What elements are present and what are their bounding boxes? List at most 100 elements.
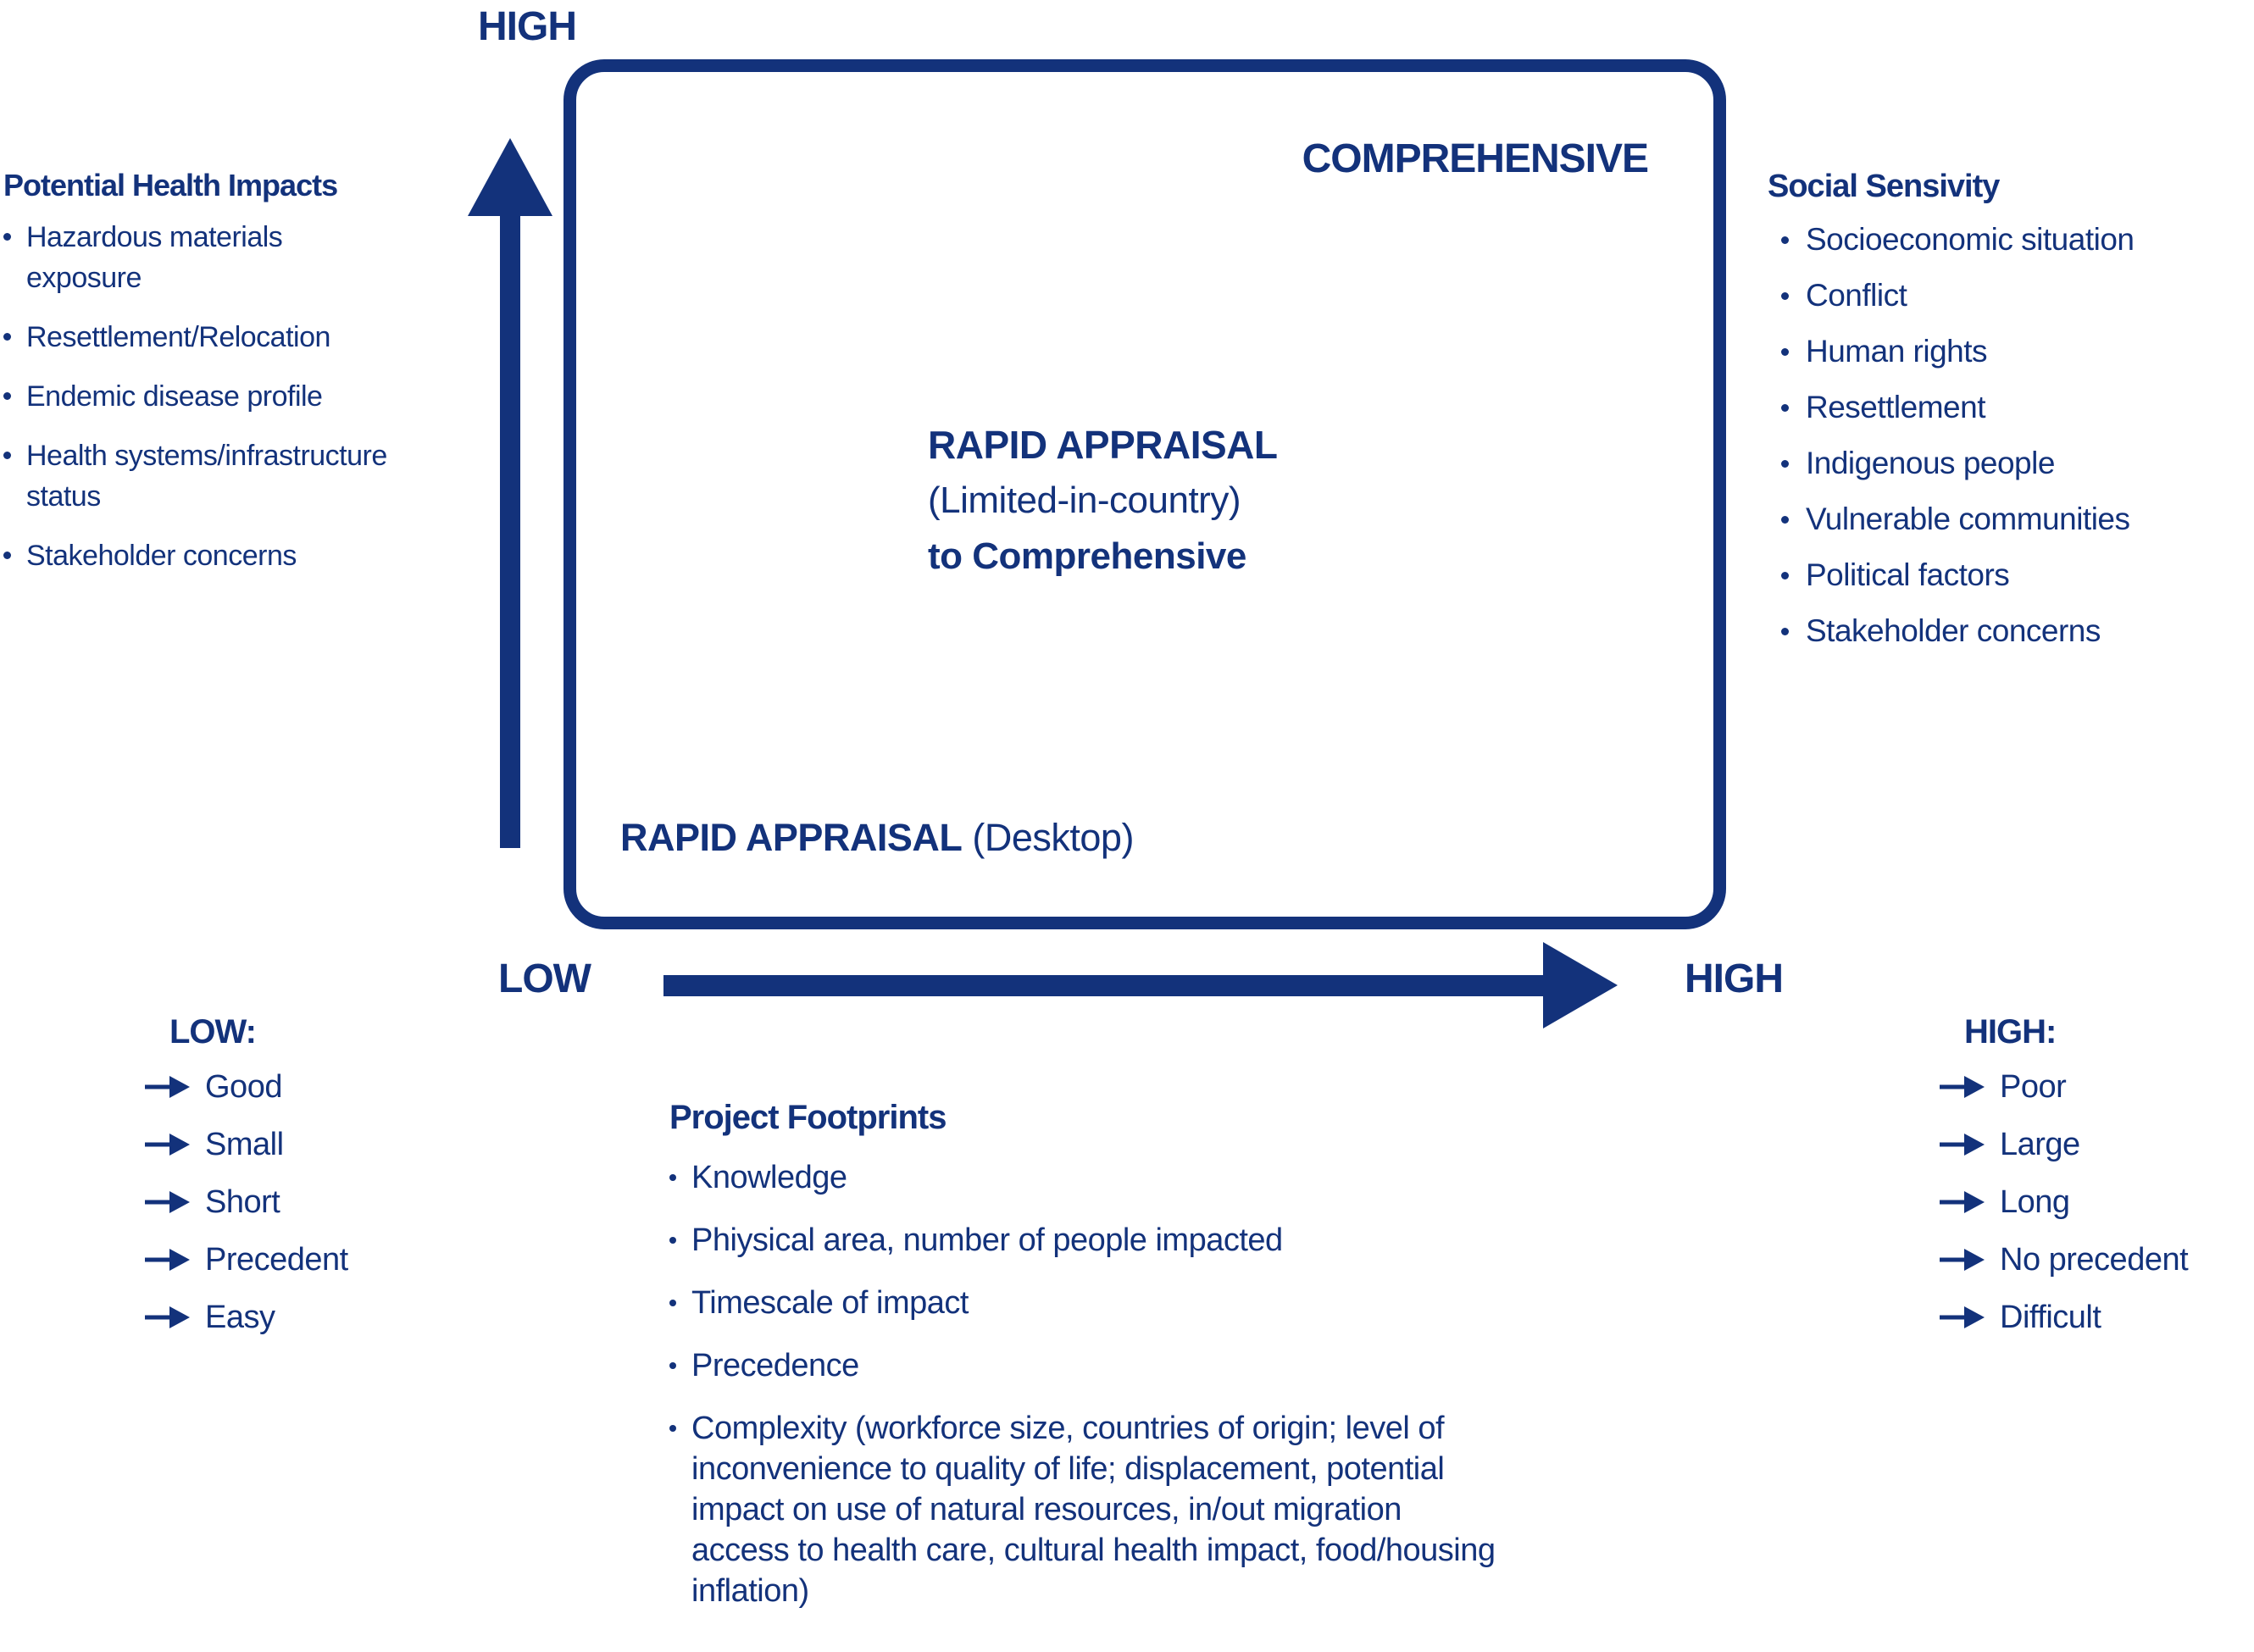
- list-item-label: Human rights: [1806, 334, 1988, 369]
- list-item: Socioeconomic situation: [1768, 220, 2254, 259]
- social-sensitivity-panel: Social Sensivity Socioeconomic situation…: [1768, 166, 2254, 668]
- y-axis-high-label: HIGH: [478, 4, 577, 49]
- bullet-icon: [3, 233, 11, 241]
- arrow-right-icon: [145, 1134, 190, 1156]
- center-subtitle: (Limited-in-country): [928, 480, 1241, 521]
- legend-item-label: Long: [2000, 1184, 2070, 1220]
- legend-item: Short: [144, 1183, 348, 1222]
- legend-item-label: Precedent: [205, 1242, 348, 1278]
- low-legend: LOW: Good Small Short Precedent Easy: [144, 1012, 348, 1355]
- bullet-icon: [1781, 292, 1789, 300]
- list-item-label: Precedence: [691, 1348, 859, 1383]
- bullet-icon: [1781, 348, 1789, 356]
- right-arrow-shaft: [663, 975, 1545, 996]
- panel-title: Social Sensivity: [1768, 169, 2000, 204]
- bullet-icon: [669, 1174, 676, 1181]
- legend-item-label: Short: [205, 1184, 280, 1220]
- list-item-label: Knowledge: [691, 1160, 847, 1195]
- bullet-icon: [669, 1237, 676, 1244]
- potential-health-impacts-panel: Potential Health Impacts Hazardous mater…: [3, 166, 402, 595]
- legend-item-label: No precedent: [2000, 1242, 2189, 1278]
- bullet-icon: [669, 1425, 676, 1432]
- list-item: Political factors: [1768, 556, 2254, 595]
- legend-item-label: Large: [2000, 1127, 2080, 1162]
- arrow-right-icon: [145, 1249, 190, 1271]
- rapid-appraisal-center-block: RAPID APPRAISAL (Limited-in-country) to …: [928, 417, 1278, 585]
- legend-item: Good: [144, 1067, 348, 1106]
- bullet-icon: [1781, 236, 1789, 244]
- list-item-label: Phiysical area, number of people impacte…: [691, 1222, 1283, 1258]
- up-arrow-icon: [468, 138, 552, 216]
- list-item-label: Health systems/infrastructure status: [26, 440, 387, 513]
- legend-item-label: Good: [205, 1069, 282, 1105]
- legend-item-label: Poor: [2000, 1069, 2067, 1105]
- list-item: Hazardous materials exposure: [3, 217, 402, 298]
- x-axis-high-label: HIGH: [1685, 956, 1784, 1001]
- legend-item: Easy: [144, 1298, 348, 1337]
- legend-title: HIGH:: [1964, 1013, 2057, 1051]
- x-axis-low-label: LOW: [498, 956, 591, 1001]
- list-item: Indigenous people: [1768, 444, 2254, 483]
- legend-item: Precedent: [144, 1240, 348, 1279]
- list-item: Human rights: [1768, 332, 2254, 371]
- arrow-right-icon: [1940, 1306, 1985, 1328]
- list-item: Health systems/infrastructure status: [3, 435, 402, 517]
- list-item: Stakeholder concerns: [3, 535, 402, 576]
- arrow-right-icon: [145, 1306, 190, 1328]
- quadrant-box: [564, 59, 1726, 929]
- arrow-right-icon: [145, 1076, 190, 1098]
- arrow-right-icon: [1940, 1134, 1985, 1156]
- desktop-label-bold: RAPID APPRAISAL: [620, 816, 963, 859]
- list-item-label: Endemic disease profile: [26, 380, 323, 413]
- bullet-icon: [3, 452, 11, 459]
- legend-item: Long: [1939, 1183, 2188, 1222]
- center-title: RAPID APPRAISAL: [928, 423, 1278, 467]
- bullet-icon: [3, 392, 11, 400]
- list-item-label: Complexity (workforce size, countries of…: [691, 1411, 1496, 1609]
- list-item: Phiysical area, number of people impacte…: [669, 1220, 1525, 1261]
- list-item: Knowledge: [669, 1157, 1525, 1198]
- rapid-appraisal-desktop-label: RAPID APPRAISAL (Desktop): [620, 816, 1134, 860]
- list-item: Complexity (workforce size, countries of…: [669, 1408, 1525, 1611]
- arrow-right-icon: [1940, 1076, 1985, 1098]
- list-item-label: Vulnerable communities: [1806, 502, 2130, 536]
- bullet-icon: [1781, 572, 1789, 579]
- list-item-label: Stakeholder concerns: [1806, 613, 2101, 648]
- bullet-icon: [1781, 404, 1789, 412]
- desktop-label-regular: (Desktop): [972, 816, 1134, 859]
- legend-item: Poor: [1939, 1067, 2188, 1106]
- legend-item: Large: [1939, 1125, 2188, 1164]
- high-legend: HIGH: Poor Large Long No precedent Diffi…: [1939, 1012, 2189, 1355]
- legend-item-label: Easy: [205, 1300, 275, 1335]
- list-item-label: Political factors: [1806, 557, 2010, 592]
- bullet-icon: [1781, 460, 1789, 468]
- list-item: Vulnerable communities: [1768, 500, 2254, 539]
- project-footprints-panel: Project Footprints Knowledge Phiysical a…: [669, 1096, 1525, 1633]
- legend-item: No precedent: [1939, 1240, 2189, 1279]
- arrow-right-icon: [145, 1191, 190, 1213]
- legend-item-label: Small: [205, 1127, 284, 1162]
- arrow-right-icon: [1940, 1191, 1985, 1213]
- list-item: Conflict: [1768, 276, 2254, 315]
- bullet-icon: [1781, 516, 1789, 524]
- bullet-icon: [1781, 628, 1789, 635]
- list-item-label: Resettlement: [1806, 390, 1986, 424]
- right-arrow-icon: [1543, 942, 1618, 1028]
- list-item-label: Stakeholder concerns: [26, 540, 297, 572]
- list-item-label: Timescale of impact: [691, 1285, 969, 1321]
- legend-item: Difficult: [1939, 1298, 2188, 1337]
- comprehensive-label: COMPREHENSIVE: [1302, 136, 1649, 181]
- bullet-icon: [669, 1300, 676, 1306]
- list-item: Endemic disease profile: [3, 376, 402, 417]
- list-item-label: Conflict: [1806, 278, 1907, 313]
- list-item: Resettlement/Relocation: [3, 317, 402, 358]
- bullet-icon: [669, 1362, 676, 1369]
- panel-title: Potential Health Impacts: [3, 168, 338, 202]
- bullet-icon: [3, 333, 11, 341]
- list-item-label: Indigenous people: [1806, 446, 2055, 480]
- legend-item: Small: [144, 1125, 348, 1164]
- center-line3: to Comprehensive: [928, 535, 1246, 577]
- legend-item-label: Difficult: [2000, 1300, 2101, 1335]
- up-arrow-shaft: [500, 214, 520, 848]
